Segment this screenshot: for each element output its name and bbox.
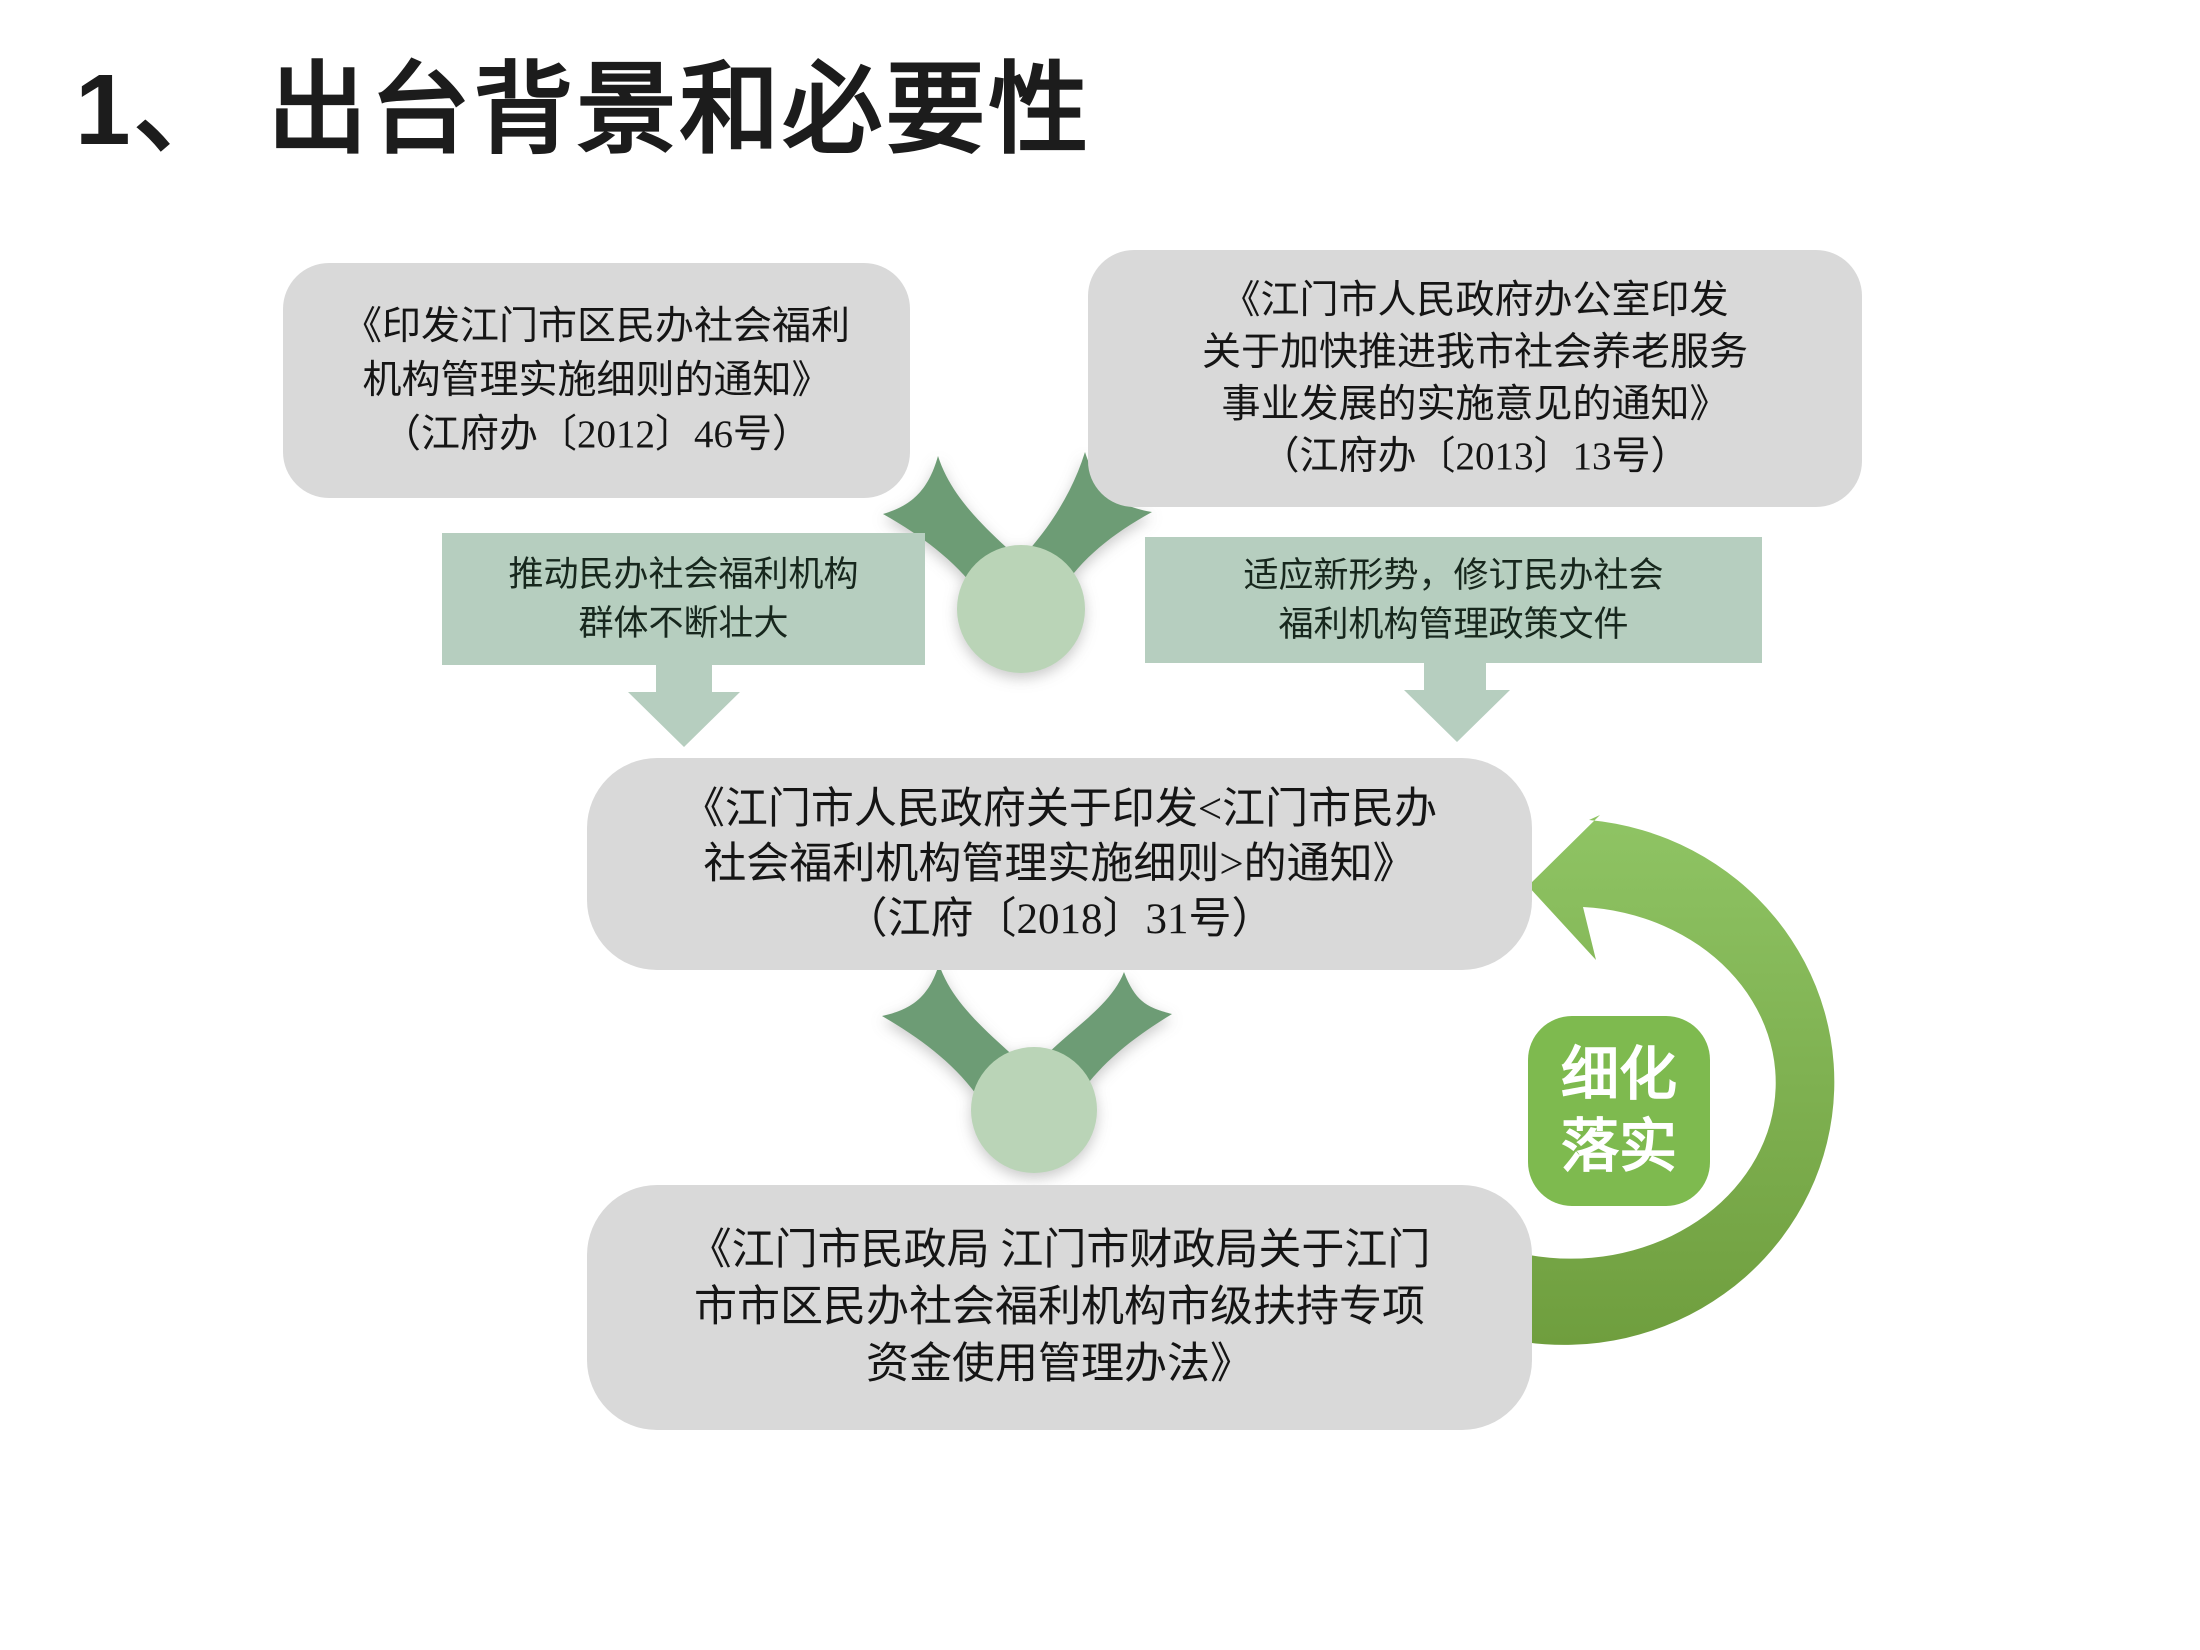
badge-line: 细化 — [1560, 1042, 1677, 1107]
page-title: 1、 出台背景和必要性 — [75, 54, 1092, 166]
down-block-arrow-right-icon — [1404, 663, 1510, 742]
circular-arrow-icon — [1518, 815, 1835, 1345]
reason-label-left: 推动民办社会福利机构 群体不断壮大 — [442, 533, 925, 665]
merge-circle-icon — [971, 1047, 1097, 1173]
doc-line: 《江门市人民政府关于印发<江门市民办 — [681, 785, 1438, 833]
reason-line: 福利机构管理政策文件 — [1278, 605, 1629, 644]
doc-line: 市市区民办社会福利机构市级扶持专项 — [694, 1284, 1425, 1331]
doc-box-2018-notice: 《江门市人民政府关于印发<江门市民办 社会福利机构管理实施细则>的通知》 （江府… — [587, 758, 1532, 970]
reason-line: 适应新形势，修订民办社会 — [1243, 556, 1664, 595]
doc-line: 机构管理实施细则的通知》 — [362, 358, 831, 402]
doc-line: 社会福利机构管理实施细则>的通知》 — [703, 840, 1416, 888]
doc-line: 关于加快推进我市社会养老服务 — [1201, 330, 1748, 374]
doc-line: （江府办〔2012〕46号） — [381, 412, 811, 456]
doc-box-2012-notice: 《印发江门市区民办社会福利 机构管理实施细则的通知》 （江府办〔2012〕46号… — [283, 263, 910, 498]
doc-line: 《江门市民政局 江门市财政局关于江门 — [688, 1227, 1431, 1274]
reason-line: 群体不断壮大 — [578, 604, 789, 643]
doc-line: （江府办〔2013〕13号） — [1260, 434, 1690, 478]
badge-line: 落实 — [1560, 1114, 1677, 1179]
doc-line: 《印发江门市区民办社会福利 — [342, 304, 850, 348]
down-block-arrow-left-icon — [628, 665, 740, 747]
doc-box-funding-measures: 《江门市民政局 江门市财政局关于江门 市市区民办社会福利机构市级扶持专项 资金使… — [587, 1185, 1532, 1430]
merge-swoosh-left-icon — [882, 964, 1020, 1094]
doc-line: 事业发展的实施意见的通知》 — [1221, 382, 1729, 426]
doc-line: （江府〔2018〕31号） — [844, 895, 1275, 943]
refine-implement-badge: 细化 落实 — [1528, 1016, 1710, 1206]
doc-box-2013-notice: 《江门市人民政府办公室印发 关于加快推进我市社会养老服务 事业发展的实施意见的通… — [1088, 250, 1862, 507]
merge-circle-icon — [957, 545, 1085, 673]
doc-line: 《江门市人民政府办公室印发 — [1221, 278, 1729, 322]
reason-line: 推动民办社会福利机构 — [508, 555, 859, 594]
reason-label-right: 适应新形势，修订民办社会 福利机构管理政策文件 — [1145, 537, 1762, 663]
doc-line: 资金使用管理办法》 — [866, 1341, 1253, 1388]
